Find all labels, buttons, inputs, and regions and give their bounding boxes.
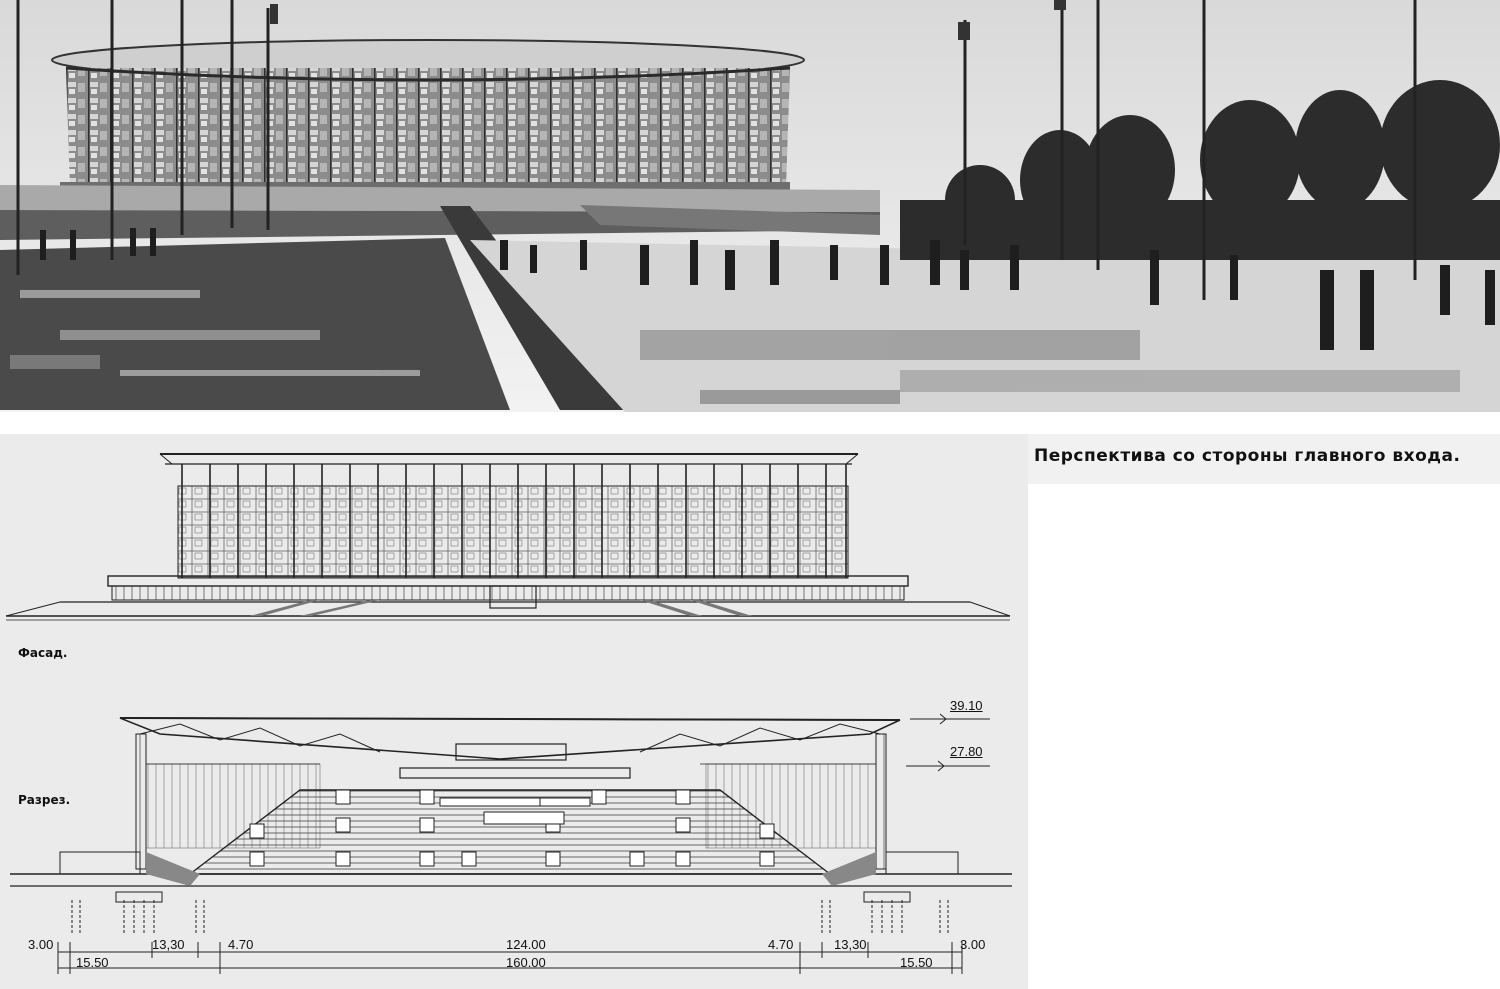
perspective-caption: Перспектива со стороны главного входа. [1034,446,1461,466]
pedestrians [40,228,1495,350]
caption-panel [1028,434,1500,484]
dim-left-4: 4.70 [228,937,254,952]
perspective-illustration [0,0,1500,412]
reflecting-pool [0,238,510,410]
dim-center-124: 124.00 [506,937,546,952]
dim-right-13: 13,30 [834,937,867,952]
dim-right-15: 15.50 [900,955,933,970]
section-label: Разрез. [18,793,71,807]
technical-drawing: Фасад. Разрез. 39.10 27.80 3.00 13,30 4.… [0,434,1028,989]
dim-left-3: 3.00 [28,937,54,952]
flag-poles [16,0,1417,300]
dim-left-13: 13,30 [152,937,185,952]
elevation-eaves: 27.80 [950,744,983,759]
dim-left-15: 15.50 [76,955,109,970]
facade-label: Фасад. [18,646,68,660]
dim-total-160: 160.00 [506,955,546,970]
tree-line [900,80,1500,260]
round-arena-building [51,39,805,190]
cross-section [10,713,1012,974]
facade-elevation [5,453,1011,621]
dim-right-4: 4.70 [768,937,794,952]
dim-right-3: 3.00 [960,937,986,952]
elevation-roof: 39.10 [950,698,983,713]
